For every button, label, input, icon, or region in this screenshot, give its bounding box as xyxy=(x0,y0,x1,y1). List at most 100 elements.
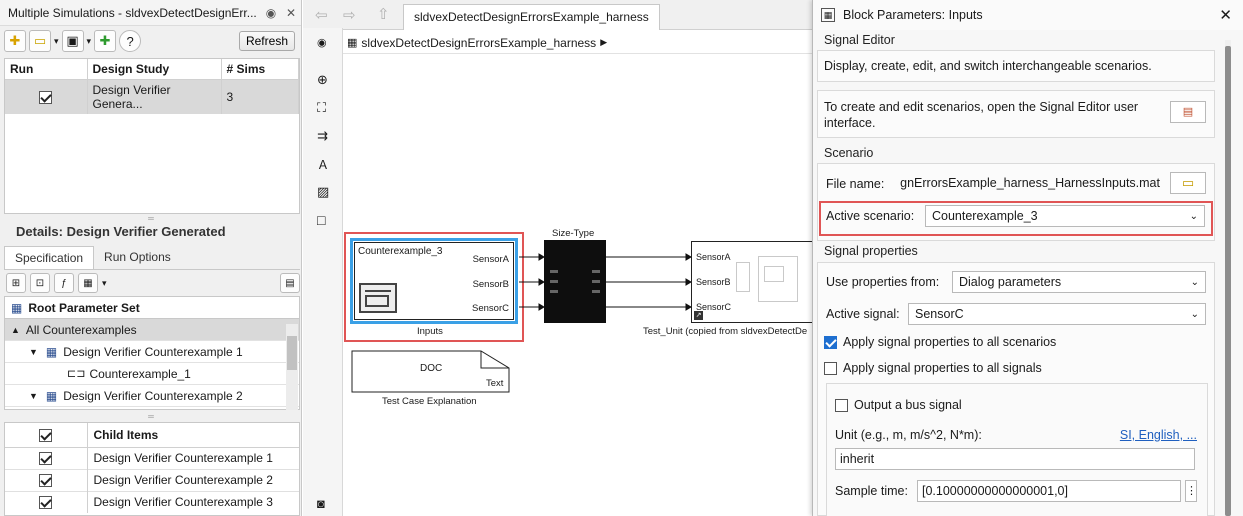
panel-menu-icon[interactable]: ◉ xyxy=(265,5,277,20)
child-items-grid: Child Items Design Verifier Counterexamp… xyxy=(4,422,300,516)
output-bus-row[interactable]: Output a bus signal xyxy=(835,398,962,412)
zoom-icon[interactable]: ⊕ xyxy=(317,72,328,87)
dialog-scrollbar[interactable] xyxy=(1225,40,1231,516)
breadcrumb-item[interactable]: sldvexDetectDesignErrorsExample_harness xyxy=(361,35,597,50)
dropdown-arrow-icon[interactable]: ▾ xyxy=(102,277,107,288)
collapse-icon[interactable]: ▲ xyxy=(11,324,20,335)
tab-specification[interactable]: Specification xyxy=(4,246,95,269)
collapse-icon[interactable]: ▼ xyxy=(29,346,38,357)
unit-system-link[interactable]: SI, English, ... xyxy=(1119,428,1197,442)
select-all-checkbox[interactable] xyxy=(39,428,53,442)
tree-item-counterexample-1-leaf[interactable]: ⊏⊐ Counterexample_1 xyxy=(5,363,299,385)
sample-time-field[interactable]: [0.10000000000000001,0] xyxy=(917,480,1181,502)
refresh-button[interactable]: Refresh xyxy=(238,31,295,51)
up-icon[interactable]: ⇧ xyxy=(377,6,390,23)
link-badge-icon: ↗ xyxy=(694,311,703,320)
unit-field[interactable]: inherit xyxy=(835,448,1195,470)
doc-block-text[interactable]: DOC xyxy=(420,363,443,374)
tree-item-counterexample-1[interactable]: ▼ ▦ Design Verifier Counterexample 1 xyxy=(5,341,299,363)
child-checkbox[interactable] xyxy=(39,452,53,466)
block-parameters-dialog: ▦ Block Parameters: Inputs ✕ Signal Edit… xyxy=(812,0,1243,516)
column-header-run[interactable]: Run xyxy=(5,59,88,80)
tree-scrollbar[interactable] xyxy=(286,324,298,410)
dialog-title: Block Parameters: Inputs xyxy=(843,8,983,22)
model-canvas[interactable]: ⇦ ⇨ ⇧ sldvexDetectDesignErrorsExample_ha… xyxy=(303,0,821,516)
child-checkbox[interactable] xyxy=(39,496,53,510)
collapse-icon[interactable]: ▼ xyxy=(29,390,38,401)
inputs-block-label: Inputs xyxy=(417,326,443,337)
forward-icon[interactable]: ⇨ xyxy=(343,7,356,24)
splitter[interactable]: ═ xyxy=(148,412,154,421)
add-function-icon[interactable]: ƒ xyxy=(54,273,74,293)
camera-icon[interactable]: ◙ xyxy=(317,496,325,511)
apply-all-signals-row[interactable]: Apply signal properties to all signals xyxy=(824,361,1042,375)
use-properties-dropdown[interactable]: Dialog parameters ⌄ xyxy=(952,271,1206,293)
help-icon[interactable]: ? xyxy=(119,30,142,52)
table-row[interactable]: Design Verifier Genera... 3 xyxy=(5,79,299,114)
table-row[interactable]: Design Verifier Counterexample 3 xyxy=(5,491,299,513)
column-header-design-study[interactable]: Design Study xyxy=(87,59,222,80)
sizetype-block[interactable] xyxy=(544,240,606,323)
splitter[interactable]: ═ xyxy=(148,214,154,223)
file-name-label: File name: xyxy=(826,177,885,191)
tree-item-counterexample-2[interactable]: ▼ ▦ Design Verifier Counterexample 2 xyxy=(5,385,299,407)
dropdown-arrow-icon[interactable]: ▾ xyxy=(86,35,92,46)
file-name-field[interactable]: gnErrorsExample_harness_HarnessInputs.ma… xyxy=(900,176,1160,190)
grid-icon[interactable]: ▦ xyxy=(78,273,98,293)
port-label-sensorc: SensorC xyxy=(472,303,509,314)
close-icon[interactable]: ✕ xyxy=(1219,7,1232,24)
table-row[interactable]: Design Verifier Counterexample 1 xyxy=(5,447,299,469)
design-study-grid: Run Design Study # Sims Design Verifier … xyxy=(4,58,300,214)
browse-folder-button[interactable]: ▭ xyxy=(1170,172,1206,194)
run-checkbox[interactable] xyxy=(39,91,53,105)
open-signal-editor-button[interactable]: ▤ xyxy=(1170,101,1206,123)
image-icon[interactable]: ▨ xyxy=(317,184,330,199)
area-icon[interactable]: □ xyxy=(317,212,326,228)
details-title: Details: Design Verifier Generated xyxy=(16,224,226,239)
apply-all-scenarios-checkbox[interactable] xyxy=(824,335,837,349)
hide-icon[interactable]: ◉ xyxy=(317,37,327,49)
add-parameter-icon[interactable]: ⊞ xyxy=(6,273,26,293)
root-parameter-row[interactable]: ▦ Root Parameter Set xyxy=(5,297,299,319)
annotation-icon[interactable]: Ａ xyxy=(317,158,330,172)
active-scenario-highlight xyxy=(819,201,1213,236)
back-icon[interactable]: ⇦ xyxy=(315,7,328,24)
table-row[interactable]: Design Verifier Counterexample 2 xyxy=(5,469,299,491)
new-study-icon[interactable]: ✚ xyxy=(4,30,26,52)
column-header-sims[interactable]: # Sims xyxy=(221,59,299,80)
panel-titlebar: Multiple Simulations - sldvexDetectDesig… xyxy=(0,0,301,26)
active-signal-dropdown[interactable]: SensorC ⌄ xyxy=(908,303,1206,325)
tree-grid-icon: ▦ xyxy=(45,388,58,403)
inputs-block-title: Counterexample_3 xyxy=(358,246,443,257)
test-unit-block[interactable]: SensorA SensorB SensorC ↗ xyxy=(691,241,821,323)
dropdown-arrow-icon[interactable]: ▾ xyxy=(54,35,59,46)
open-folder-icon[interactable]: ▭ xyxy=(29,30,51,52)
details-tabs: Specification Run Options xyxy=(4,246,300,270)
apply-all-signals-checkbox[interactable] xyxy=(824,361,837,375)
tab-run-options[interactable]: Run Options xyxy=(104,250,171,264)
inputs-block[interactable]: Counterexample_3 SensorA SensorB SensorC xyxy=(350,238,518,324)
output-bus-checkbox[interactable] xyxy=(835,398,848,412)
signal-editor-block-icon xyxy=(359,283,397,313)
tab-model[interactable]: sldvexDetectDesignErrorsExample_harness xyxy=(403,4,660,30)
sample-time-label: Sample time: xyxy=(835,484,908,498)
close-icon[interactable]: ✕ xyxy=(285,5,297,20)
port-label-sensorb: SensorB xyxy=(472,279,509,290)
active-scenario-dropdown[interactable]: Counterexample_3 ⌄ xyxy=(925,205,1205,227)
panel-toggle-icon[interactable]: ▤ xyxy=(280,273,300,293)
arrow-icon[interactable]: ⇉ xyxy=(317,128,328,143)
add-variable-icon[interactable]: ⊡ xyxy=(30,273,50,293)
column-header-child-items[interactable]: Child Items xyxy=(93,427,159,442)
fit-view-icon[interactable]: ⛶ xyxy=(317,100,327,115)
more-options-icon[interactable]: ⋮ xyxy=(1185,480,1197,502)
dialog-titlebar: ▦ Block Parameters: Inputs ✕ xyxy=(813,0,1243,30)
doc-block-sub: Text xyxy=(486,378,504,389)
add-icon[interactable]: ✚ xyxy=(94,30,117,52)
apply-all-scenarios-row[interactable]: Apply signal properties to all scenarios xyxy=(824,335,1056,349)
save-icon[interactable]: ▣ xyxy=(61,30,84,52)
child-checkbox[interactable] xyxy=(39,474,53,488)
tree-item-all-counterexamples[interactable]: ▲ All Counterexamples xyxy=(5,319,299,341)
chevron-down-icon: ⌄ xyxy=(1190,308,1199,320)
breadcrumb-arrow-icon[interactable]: ▶ xyxy=(600,37,608,47)
chevron-down-icon: ⌄ xyxy=(1190,276,1199,288)
